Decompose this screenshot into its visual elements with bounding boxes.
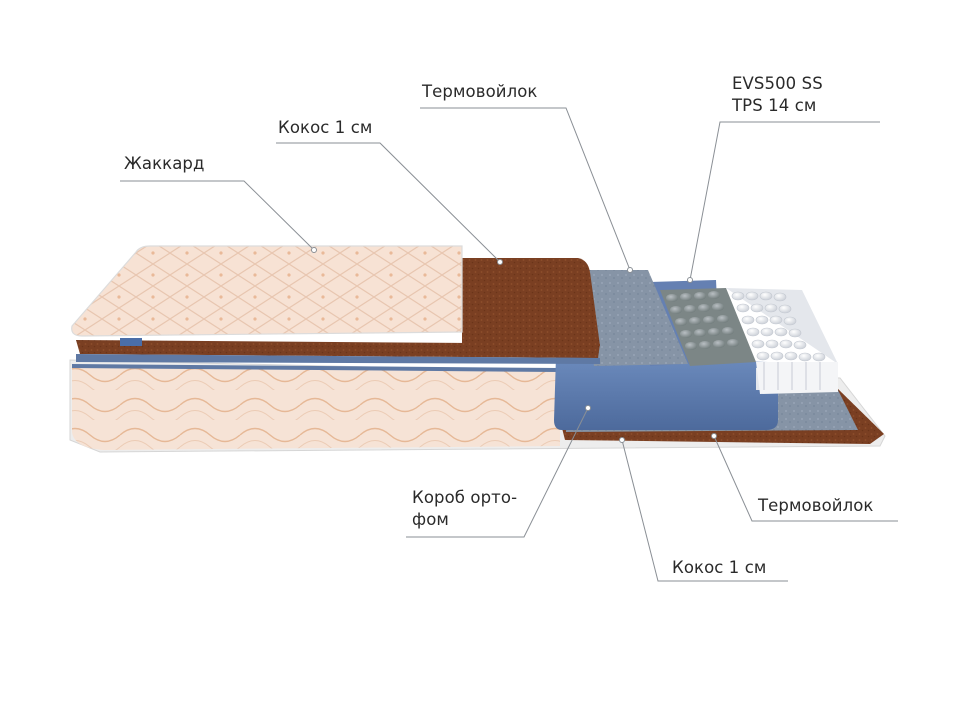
label-felt-top: Термовойлок: [422, 82, 538, 101]
blue-trim: [76, 354, 600, 364]
spring-block-dark: [660, 288, 756, 366]
brand-tag: [120, 338, 142, 346]
felt-top-layer: [580, 270, 688, 366]
label-springs-line2: TPS 14 см: [732, 96, 817, 115]
leader-lines: [120, 107, 898, 582]
quilted-side-panel: [72, 366, 560, 450]
label-foam-box-line1: Короб орто-: [412, 488, 518, 507]
jacquard-top-layer: [71, 245, 463, 337]
label-jacquard: Жаккард: [124, 154, 205, 173]
label-foam-box-line2: фом: [412, 510, 449, 529]
leader-dots: [311, 247, 717, 443]
label-coconut-bottom: Кокос 1 см: [672, 558, 767, 577]
label-coconut-top: Кокос 1 см: [278, 118, 373, 137]
spring-block-light: [726, 288, 838, 394]
label-springs-line1: EVS500 SS: [732, 74, 823, 93]
label-felt-bottom: Термовойлок: [758, 496, 874, 515]
foam-box: [554, 356, 778, 430]
coconut-top-layer: [462, 258, 600, 348]
side-edge-band: [71, 364, 561, 372]
